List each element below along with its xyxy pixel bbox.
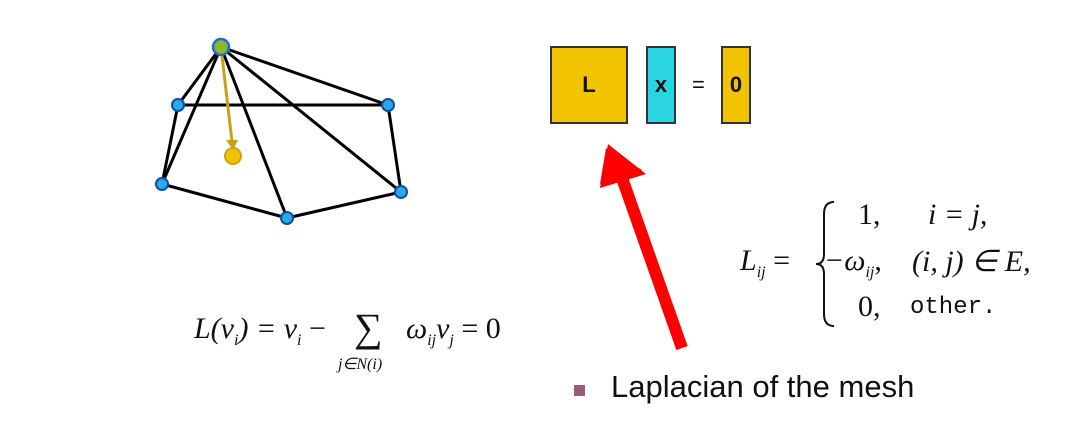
vector-x-box: x xyxy=(646,46,676,124)
neighbor-vertex xyxy=(394,185,408,199)
lij-row: −ωij, xyxy=(824,244,882,282)
edge xyxy=(161,182,288,220)
projection-arrow-head xyxy=(226,140,238,150)
neighbor-vertex xyxy=(155,177,169,191)
square-bullet-icon xyxy=(574,385,585,396)
lij-row: 1, xyxy=(858,198,881,232)
projection-arrow-shaft xyxy=(219,46,234,143)
edge xyxy=(176,46,223,106)
lij-lhs: L xyxy=(740,244,757,277)
formula-omega-sub: ij xyxy=(427,332,437,349)
edge xyxy=(386,104,403,193)
edge xyxy=(160,46,223,185)
centroid-vertex xyxy=(224,147,242,165)
formula-lhs-close: ) = v xyxy=(238,312,298,345)
edge xyxy=(220,45,402,194)
lij-row-cond: i = j, xyxy=(928,198,988,231)
lij-lhs-sub: ij xyxy=(756,264,766,281)
center-vertex xyxy=(211,37,231,57)
formula-omega: ω xyxy=(406,312,428,345)
lij-row: 0, xyxy=(858,290,881,324)
mesh-edges xyxy=(160,45,403,220)
lij-row-value-sub: ij xyxy=(865,264,875,281)
lij-row-cond: (i, j) ∈ E, xyxy=(912,245,1031,278)
lij-row-cond: other. xyxy=(910,294,997,321)
neighbor-vertex xyxy=(381,98,395,112)
matrix-L-box: L xyxy=(550,46,628,124)
formula-lhs: L(v xyxy=(194,312,234,345)
red-arrow xyxy=(600,144,688,350)
formula-sum: ∑ xyxy=(354,305,383,350)
neighbor-vertex xyxy=(280,211,294,225)
formula-lhs-sub: i xyxy=(234,332,239,349)
lij-row-value-tail: , xyxy=(874,244,882,277)
formula-minus: − xyxy=(308,312,326,345)
formula-vi-sub: i xyxy=(297,332,302,349)
formula-rhs: = 0 xyxy=(461,312,501,345)
lij-eq: = xyxy=(773,244,790,277)
formula-vj-sub: j xyxy=(449,332,454,349)
neighbor-vertex xyxy=(171,98,185,112)
formula-sum-under: j∈N(i) xyxy=(338,356,383,373)
lij-definition: Lij = 1, i = j, −ωij, (i, j) ∈ E, 0, oth… xyxy=(740,196,1060,330)
edge xyxy=(220,45,389,107)
left-brace xyxy=(815,201,835,327)
bullet-text: Laplacian of the mesh xyxy=(611,369,915,404)
lij-row-value: 0, xyxy=(858,290,881,323)
edge xyxy=(219,46,289,219)
vector-zero-box: 0 xyxy=(721,46,751,124)
edge xyxy=(160,104,180,185)
lij-row-value: −ω xyxy=(824,244,866,277)
laplace-formula: L(vi) = vi − ∑ j∈N(i) ωijvj = 0 xyxy=(194,305,534,380)
mesh-diagram xyxy=(155,37,408,225)
lij-row-value: 1, xyxy=(858,198,881,231)
edge xyxy=(286,190,402,220)
formula-vj: v xyxy=(436,312,450,345)
equals-sign: = xyxy=(692,72,705,97)
